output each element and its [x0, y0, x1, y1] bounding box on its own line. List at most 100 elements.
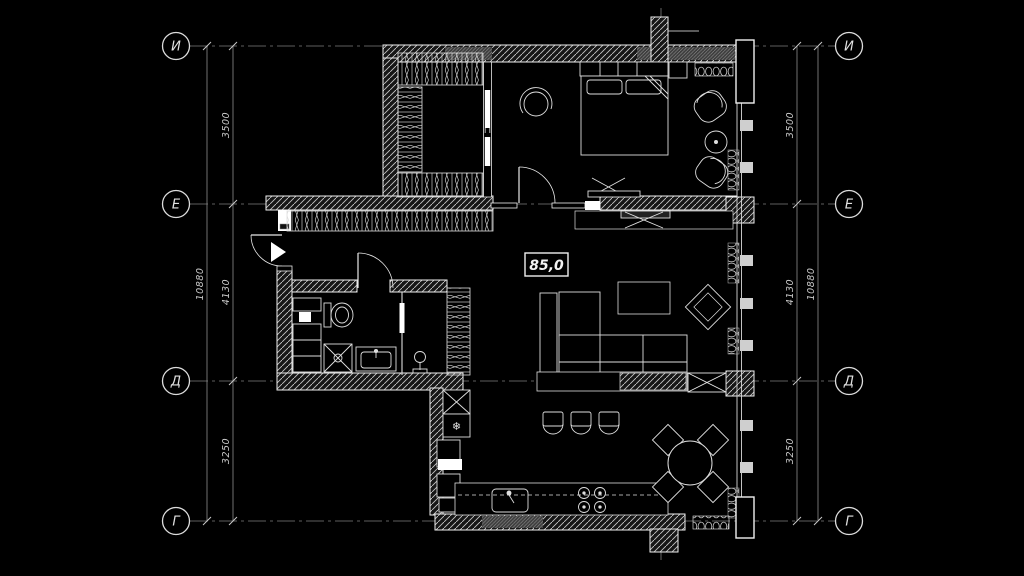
bar-stool-seat	[542, 423, 564, 435]
window-wall	[687, 39, 755, 539]
side-table-center	[714, 140, 718, 144]
kitchen-sink	[491, 488, 529, 513]
diamond-lounge-chair	[684, 283, 732, 331]
axis-bubble-left-g: Г	[161, 506, 191, 536]
desk-chair	[519, 87, 553, 117]
wall-partition-2	[551, 202, 586, 209]
pillow	[586, 79, 623, 95]
axis-bubble-right-g: Г	[834, 506, 864, 536]
dining-set	[651, 423, 730, 504]
bathroom	[292, 292, 428, 375]
wall-bottom-insulation	[482, 516, 543, 528]
shower	[412, 351, 428, 374]
bath-cabinet	[292, 323, 322, 373]
pilaster-top-right	[650, 16, 669, 63]
bar-stool	[598, 411, 620, 427]
window-mullion	[740, 162, 753, 173]
window-corner-column-top	[735, 39, 755, 104]
wall-partition-1	[490, 202, 518, 209]
towel-rail	[292, 297, 322, 312]
insulation-coil	[727, 242, 740, 284]
closet-pocket-doors	[483, 61, 492, 198]
bedroom-door-swing	[518, 166, 556, 204]
axis-bubble-left-d: Д	[161, 366, 191, 396]
dim-right-3250: 3250	[785, 438, 796, 464]
wardrobes	[286, 52, 494, 376]
window-mullion	[740, 298, 753, 309]
kitchen-open-shelf	[438, 459, 462, 470]
svg-text:Г: Г	[845, 515, 854, 530]
kitchen-counter	[454, 482, 669, 516]
living-room: 85,0	[524, 210, 734, 374]
svg-text:И: И	[844, 40, 854, 55]
window-corner-column-bottom	[735, 496, 755, 539]
closet-hangers-top	[397, 52, 484, 86]
window-mullion	[740, 340, 753, 351]
stove	[578, 487, 606, 513]
wall-step-line	[667, 25, 699, 32]
vanity-sink	[355, 346, 397, 372]
svg-text:Г: Г	[172, 515, 181, 530]
doors	[250, 61, 556, 289]
bedroom	[519, 61, 729, 198]
bathroom-door	[357, 252, 394, 289]
svg-text:85,0: 85,0	[529, 258, 564, 274]
bed-head-shelf	[579, 61, 669, 77]
dim-right-4130: 4130	[785, 279, 796, 305]
wall-bottom-step	[649, 528, 679, 553]
freezer: ❄	[442, 413, 471, 438]
wall-hall-top	[265, 195, 494, 211]
window-pier-d	[725, 370, 755, 397]
bed	[580, 75, 669, 156]
nightstand	[668, 61, 688, 79]
entrance-wall-cap	[276, 265, 293, 272]
axis-bubble-right-e: Е	[834, 189, 864, 219]
wall-bath-top-right	[389, 279, 448, 293]
window-mullion	[740, 462, 753, 473]
insulation-coil-top	[694, 62, 734, 77]
wall-closet-left	[382, 57, 399, 201]
dim-left-3500: 3500	[221, 112, 232, 138]
bar-stools	[542, 411, 620, 435]
insulation-coil	[727, 149, 740, 191]
wall-bath-bottom	[276, 372, 464, 391]
svg-text:И: И	[171, 40, 181, 55]
svg-text:Д: Д	[170, 375, 181, 390]
axis-bubble-right-i: И	[834, 31, 864, 61]
fridge	[442, 389, 471, 415]
wall-left-exterior	[276, 269, 293, 391]
wall-bottom	[434, 513, 686, 531]
washing-machine	[323, 343, 353, 373]
svg-text:Е: Е	[845, 198, 854, 213]
axis-bubbles: И Е Д Г И Е Д Г	[161, 31, 864, 536]
window-mullions	[740, 120, 753, 473]
dim-right-10880: 10880	[806, 268, 817, 301]
bar-stool	[542, 411, 564, 427]
bedroom-tv	[587, 177, 641, 198]
entrance-arrow	[271, 242, 286, 262]
bath-wardrobe	[446, 287, 471, 376]
shower-door	[399, 303, 405, 333]
dim-right-3500: 3500	[785, 112, 796, 138]
coffee-table	[617, 281, 671, 315]
axis-bubble-left-i: И	[161, 31, 191, 61]
bar-stool-seat	[598, 423, 620, 435]
insulation-coil-bottom	[692, 515, 730, 530]
dimension-ticks	[202, 41, 823, 526]
axis-bubble-right-d: Д	[834, 366, 864, 396]
wall-stub-d	[687, 372, 727, 393]
dim-left-3250: 3250	[221, 438, 232, 464]
dimension-lines	[206, 46, 819, 521]
hall-coat-rail	[286, 210, 494, 232]
entrance-door	[250, 210, 293, 272]
wall-bedroom-bottom	[599, 195, 738, 211]
wall-bath-top-left	[291, 279, 358, 293]
entrance-door-swing	[250, 234, 283, 267]
door-threshold	[585, 201, 600, 210]
bar-stool	[570, 411, 592, 427]
closet-door-panel-2	[484, 137, 491, 166]
bar-stool-seat	[570, 423, 592, 435]
insulation-coil	[727, 327, 740, 355]
